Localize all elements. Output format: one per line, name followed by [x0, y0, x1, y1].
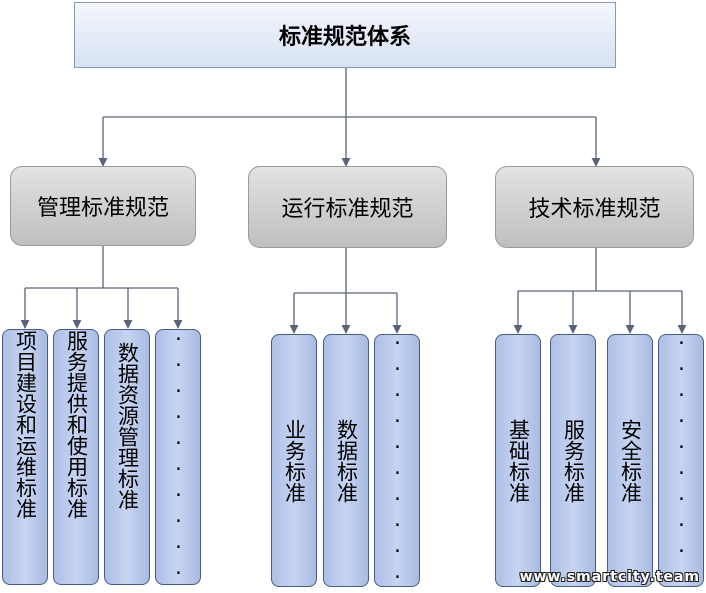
ellipsis-label: ·········· [385, 330, 410, 591]
leaf-label: 安全标准 [618, 418, 643, 503]
leaf-label: 数据标准 [334, 418, 359, 503]
category-operation: 运行标准规范 [248, 166, 447, 248]
category-technical-label: 技术标准规范 [528, 197, 661, 222]
category-management-label: 管理标准规范 [36, 196, 169, 221]
leaf-business-standard: 业务标准 [271, 334, 317, 587]
leaf-label: 服务提供和使用标准 [64, 330, 89, 519]
leaf-label: 项目建设和运维标准 [13, 330, 38, 519]
leaf-data-standard: 数据标准 [323, 334, 369, 587]
ellipsis-label: ·········· [669, 330, 694, 591]
leaf-more-technical: ·········· [658, 331, 704, 591]
leaf-label: 业务标准 [282, 418, 307, 503]
leaf-project-construction-om: 项目建设和运维标准 [2, 329, 48, 585]
leaf-label: 服务标准 [561, 418, 586, 503]
leaf-security-standard: 安全标准 [607, 334, 653, 587]
leaf-more-operation: ·········· [374, 331, 420, 591]
watermark-text: www.smartcity.team [519, 569, 700, 585]
ellipsis-label: ·········· [166, 327, 191, 587]
root-label: 标准规范体系 [278, 25, 411, 50]
leaf-service-provision-use: 服务提供和使用标准 [53, 329, 99, 585]
category-management: 管理标准规范 [10, 166, 196, 246]
leaf-more-management: ·········· [155, 327, 201, 587]
leaf-data-resource-management: 数据资源管理标准 [104, 329, 150, 585]
leaf-label: 数据资源管理标准 [115, 342, 140, 510]
category-operation-label: 运行标准规范 [281, 197, 414, 222]
leaf-label: 基础标准 [506, 418, 531, 503]
category-technical: 技术标准规范 [495, 166, 694, 248]
root-node: 标准规范体系 [74, 2, 616, 68]
leaf-basic-standard: 基础标准 [495, 334, 541, 587]
leaf-service-standard: 服务标准 [550, 334, 596, 587]
